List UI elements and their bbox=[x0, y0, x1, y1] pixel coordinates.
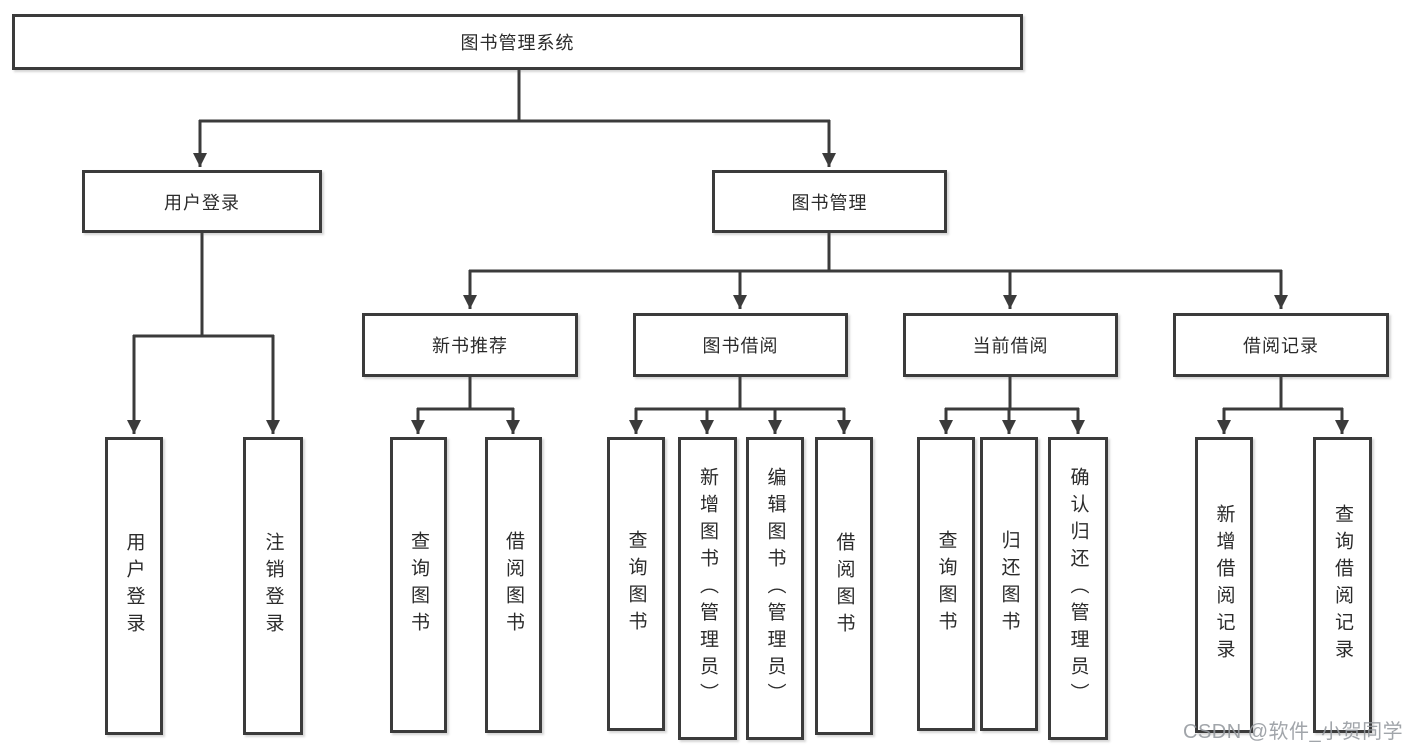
leaf-label: 用户登录 bbox=[123, 532, 145, 640]
node-label: 当前借阅 bbox=[972, 336, 1049, 356]
node-library-management-system: 图书管理系统 bbox=[12, 14, 1023, 70]
leaf-label: 借阅图书 bbox=[503, 531, 524, 639]
leaf-query-books-borrowing: 查询图书 bbox=[607, 437, 665, 731]
node-current-borrowing: 当前借阅 bbox=[903, 313, 1118, 377]
leaf-query-books-current: 查询图书 bbox=[917, 437, 975, 731]
node-label: 新书推荐 bbox=[432, 336, 508, 356]
leaf-label: 查询借阅记录 bbox=[1332, 504, 1353, 666]
node-label: 借阅记录 bbox=[1243, 336, 1319, 356]
leaf-label: 归还图书 bbox=[998, 530, 1020, 638]
node-label: 用户登录 bbox=[164, 192, 240, 213]
leaf-return-books: 归还图书 bbox=[980, 437, 1038, 731]
node-new-book-recommendation: 新书推荐 bbox=[362, 313, 578, 377]
leaf-label: 新增图书（管理员） bbox=[697, 467, 718, 710]
leaf-user-login: 用户登录 bbox=[105, 437, 163, 735]
leaf-label: 新增借阅记录 bbox=[1213, 504, 1235, 666]
node-label: 图书管理系统 bbox=[460, 33, 575, 53]
leaf-add-borrowing-record: 新增借阅记录 bbox=[1195, 437, 1253, 733]
leaf-label: 注销登录 bbox=[262, 532, 284, 640]
leaf-borrow-books-recommend: 借阅图书 bbox=[485, 437, 542, 733]
leaf-label: 编辑图书（管理员） bbox=[764, 467, 786, 710]
leaf-edit-books-admin: 编辑图书（管理员） bbox=[746, 437, 804, 740]
leaf-query-books-recommend: 查询图书 bbox=[390, 437, 447, 733]
node-label: 图书管理 bbox=[791, 192, 868, 213]
leaf-label: 查询图书 bbox=[408, 531, 429, 639]
node-label: 图书借阅 bbox=[702, 336, 779, 356]
node-book-borrowing: 图书借阅 bbox=[633, 313, 848, 377]
leaf-confirm-return-admin: 确认归还（管理员） bbox=[1048, 437, 1108, 740]
leaf-logout: 注销登录 bbox=[243, 437, 303, 735]
node-book-management: 图书管理 bbox=[712, 170, 947, 233]
leaf-label: 查询图书 bbox=[625, 530, 647, 638]
leaf-borrow-books: 借阅图书 bbox=[815, 437, 873, 735]
leaf-label: 查询图书 bbox=[935, 530, 957, 638]
leaf-add-books-admin: 新增图书（管理员） bbox=[678, 437, 737, 740]
leaf-query-borrowing-record: 查询借阅记录 bbox=[1313, 437, 1372, 733]
csdn-watermark: CSDN @软件_小贺同学 bbox=[1183, 721, 1404, 743]
node-borrowing-records: 借阅记录 bbox=[1173, 313, 1389, 377]
node-user-login: 用户登录 bbox=[82, 170, 322, 233]
leaf-label: 确认归还（管理员） bbox=[1067, 467, 1089, 710]
leaf-label: 借阅图书 bbox=[833, 532, 855, 640]
